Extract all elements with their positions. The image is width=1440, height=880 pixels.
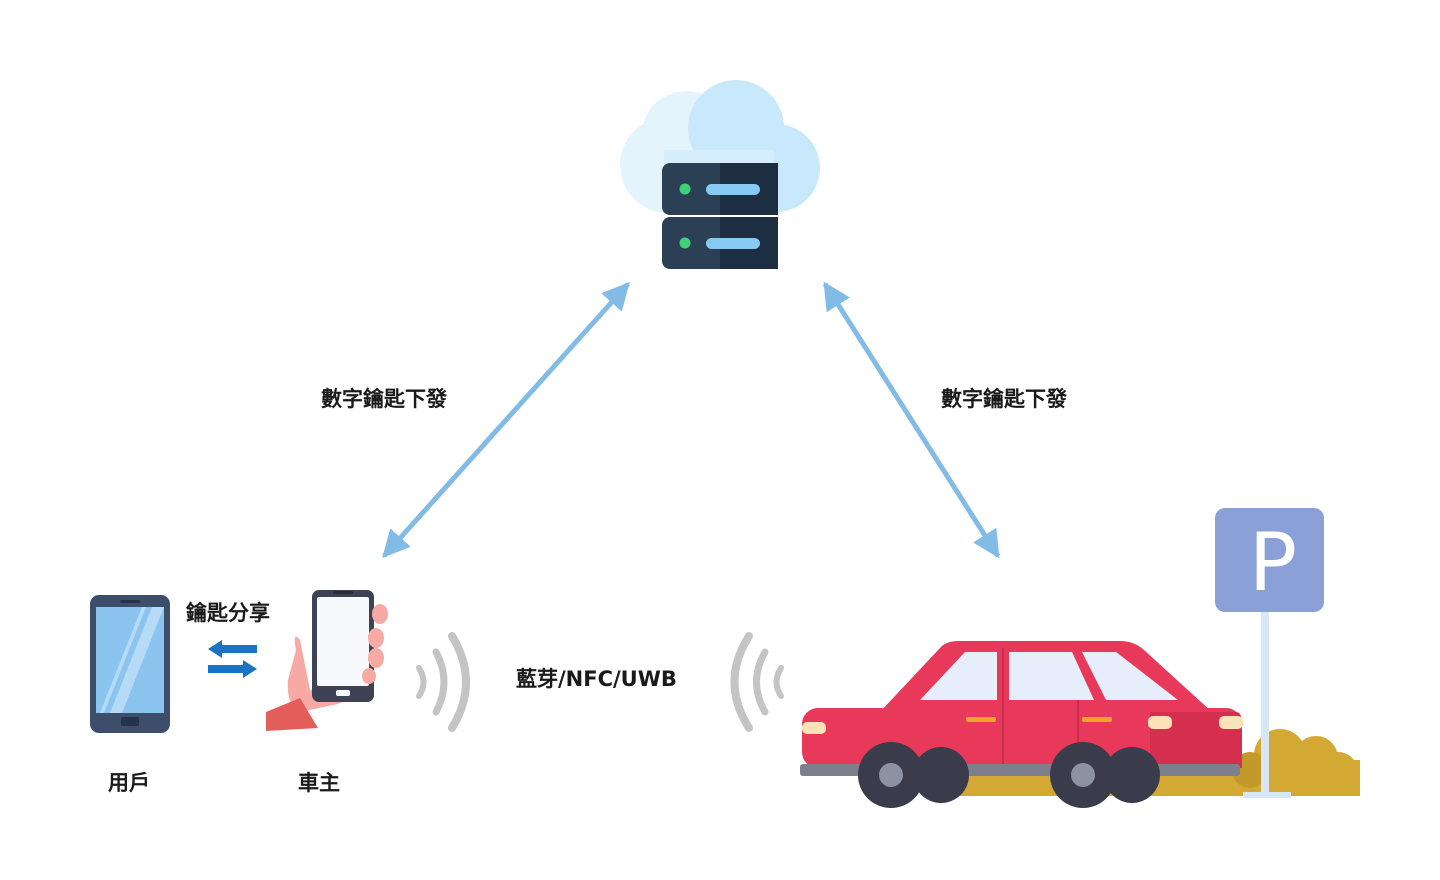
wheel-rear [1050,742,1160,808]
exchange-arrows-icon [208,640,257,678]
wheel-front [858,742,969,808]
parking-sign-icon: P [1215,508,1324,798]
signal-waves-icon [730,632,784,732]
user-label: 用戶 [108,771,150,795]
key-download-label-right: 數字鑰匙下發 [941,387,1067,411]
signal-waves-icon [416,632,470,732]
arrow-server-owner [382,281,630,559]
owner-label: 車主 [298,771,340,795]
key-download-label-left: 數字鑰匙下發 [321,387,447,411]
arrow-server-car [822,281,1001,559]
cloud-server-icon [620,80,820,269]
parking-sign-letter: P [1249,516,1297,609]
smartphone-icon [90,595,170,733]
key-share-label: 鑰匙分享 [186,601,270,625]
hand-phone-icon [266,590,388,731]
server-icon [662,163,778,269]
car-icon [800,641,1243,808]
protocol-label: 藍芽/NFC/UWB [516,667,677,691]
